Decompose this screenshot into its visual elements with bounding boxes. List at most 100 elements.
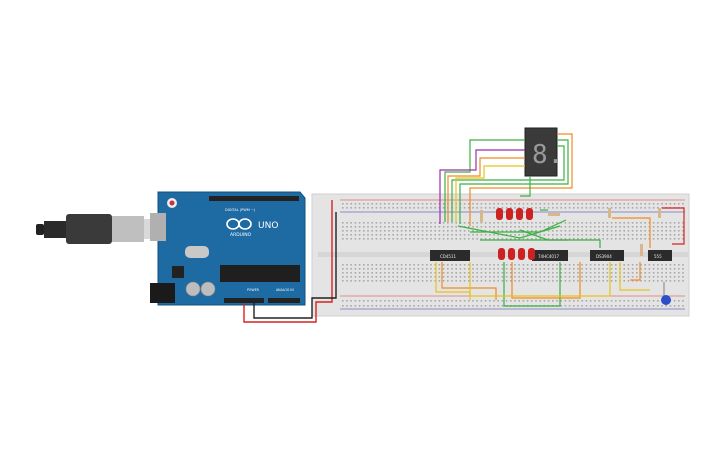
breadboard-hole[interactable] [350,264,352,266]
breadboard-hole[interactable] [640,300,642,302]
breadboard-hole[interactable] [682,264,684,266]
breadboard-hole[interactable] [358,222,361,224]
breadboard-hole[interactable] [379,264,382,266]
breadboard-hole[interactable] [644,226,646,228]
breadboard-hole[interactable] [371,226,373,228]
breadboard-hole[interactable] [468,300,470,302]
breadboard-hole[interactable] [539,234,541,236]
chip-cd4511[interactable]: CD4511 [430,250,470,261]
breadboard-hole[interactable] [417,280,420,282]
breadboard-hole[interactable] [430,280,432,282]
breadboard-hole[interactable] [602,268,604,270]
breadboard-hole[interactable] [623,276,625,278]
breadboard-hole[interactable] [539,238,541,240]
breadboard-hole[interactable] [371,203,373,205]
breadboard-hole[interactable] [581,276,583,278]
breadboard-hole[interactable] [522,272,525,274]
breadboard-hole[interactable] [354,272,357,274]
breadboard-hole[interactable] [400,230,403,232]
breadboard-hole[interactable] [602,230,604,232]
breadboard-hole[interactable] [510,234,512,236]
breadboard-hole[interactable] [363,264,365,266]
breadboard-hole[interactable] [371,272,373,274]
breadboard-hole[interactable] [552,268,554,270]
breadboard-hole[interactable] [568,230,571,232]
breadboard-hole[interactable] [476,230,478,232]
breadboard-hole[interactable] [417,272,420,274]
breadboard-hole[interactable] [497,264,499,266]
breadboard-hole[interactable] [388,222,390,224]
breadboard-hole[interactable] [640,222,642,224]
breadboard-hole[interactable] [505,207,508,209]
breadboard-hole[interactable] [354,300,357,302]
breadboard-hole[interactable] [497,234,499,236]
breadboard-hole[interactable] [610,226,613,228]
breadboard-hole[interactable] [442,264,445,266]
breadboard-hole[interactable] [564,264,567,266]
breadboard-hole[interactable] [438,268,441,270]
breadboard-hole[interactable] [430,272,432,274]
breadboard-hole[interactable] [598,226,600,228]
breadboard-hole[interactable] [484,226,487,228]
breadboard-hole[interactable] [547,238,550,240]
breadboard-hole[interactable] [652,264,655,266]
breadboard-hole[interactable] [400,280,403,282]
breadboard-hole[interactable] [594,226,596,228]
breadboard-hole[interactable] [379,226,382,228]
breadboard-hole[interactable] [539,300,541,302]
breadboard-hole[interactable] [484,207,487,209]
breadboard-hole[interactable] [510,276,512,278]
breadboard-hole[interactable] [602,305,604,307]
breadboard-hole[interactable] [560,207,562,209]
breadboard-hole[interactable] [342,305,344,307]
breadboard-hole[interactable] [552,280,554,282]
breadboard-hole[interactable] [371,280,373,282]
breadboard-hole[interactable] [636,264,638,266]
breadboard-hole[interactable] [451,272,453,274]
breadboard-hole[interactable] [598,272,600,274]
breadboard-hole[interactable] [585,280,588,282]
breadboard-hole[interactable] [493,264,495,266]
breadboard-hole[interactable] [682,280,684,282]
breadboard-hole[interactable] [640,207,642,209]
breadboard-hole[interactable] [367,222,369,224]
breadboard-hole[interactable] [354,203,357,205]
breadboard-hole[interactable] [489,226,491,228]
breadboard-hole[interactable] [610,280,613,282]
breadboard-hole[interactable] [543,234,546,236]
breadboard-hole[interactable] [447,222,449,224]
breadboard-hole[interactable] [463,230,466,232]
breadboard-hole[interactable] [350,300,352,302]
breadboard-hole[interactable] [371,230,373,232]
breadboard-hole[interactable] [615,234,617,236]
breadboard-hole[interactable] [585,203,588,205]
breadboard-hole[interactable] [661,268,663,270]
breadboard-hole[interactable] [644,222,646,224]
breadboard-hole[interactable] [539,230,541,232]
breadboard-hole[interactable] [539,268,541,270]
breadboard-hole[interactable] [442,272,445,274]
breadboard-hole[interactable] [392,305,394,307]
breadboard-hole[interactable] [631,305,634,307]
breadboard-hole[interactable] [455,300,457,302]
breadboard-hole[interactable] [400,272,403,274]
breadboard-hole[interactable] [619,300,621,302]
breadboard-hole[interactable] [577,238,579,240]
breadboard-hole[interactable] [573,203,575,205]
breadboard-hole[interactable] [560,280,562,282]
breadboard-hole[interactable] [615,207,617,209]
breadboard-hole[interactable] [476,268,478,270]
breadboard-hole[interactable] [480,264,483,266]
breadboard-hole[interactable] [396,272,399,274]
breadboard-hole[interactable] [413,238,415,240]
breadboard-hole[interactable] [363,276,365,278]
breadboard-hole[interactable] [610,207,613,209]
breadboard-hole[interactable] [615,222,617,224]
breadboard-hole[interactable] [560,268,562,270]
breadboard-hole[interactable] [392,276,394,278]
breadboard-hole[interactable] [409,272,411,274]
breadboard-hole[interactable] [556,300,558,302]
led-row-top[interactable] [496,208,533,220]
breadboard-hole[interactable] [472,203,474,205]
breadboard-hole[interactable] [526,272,529,274]
